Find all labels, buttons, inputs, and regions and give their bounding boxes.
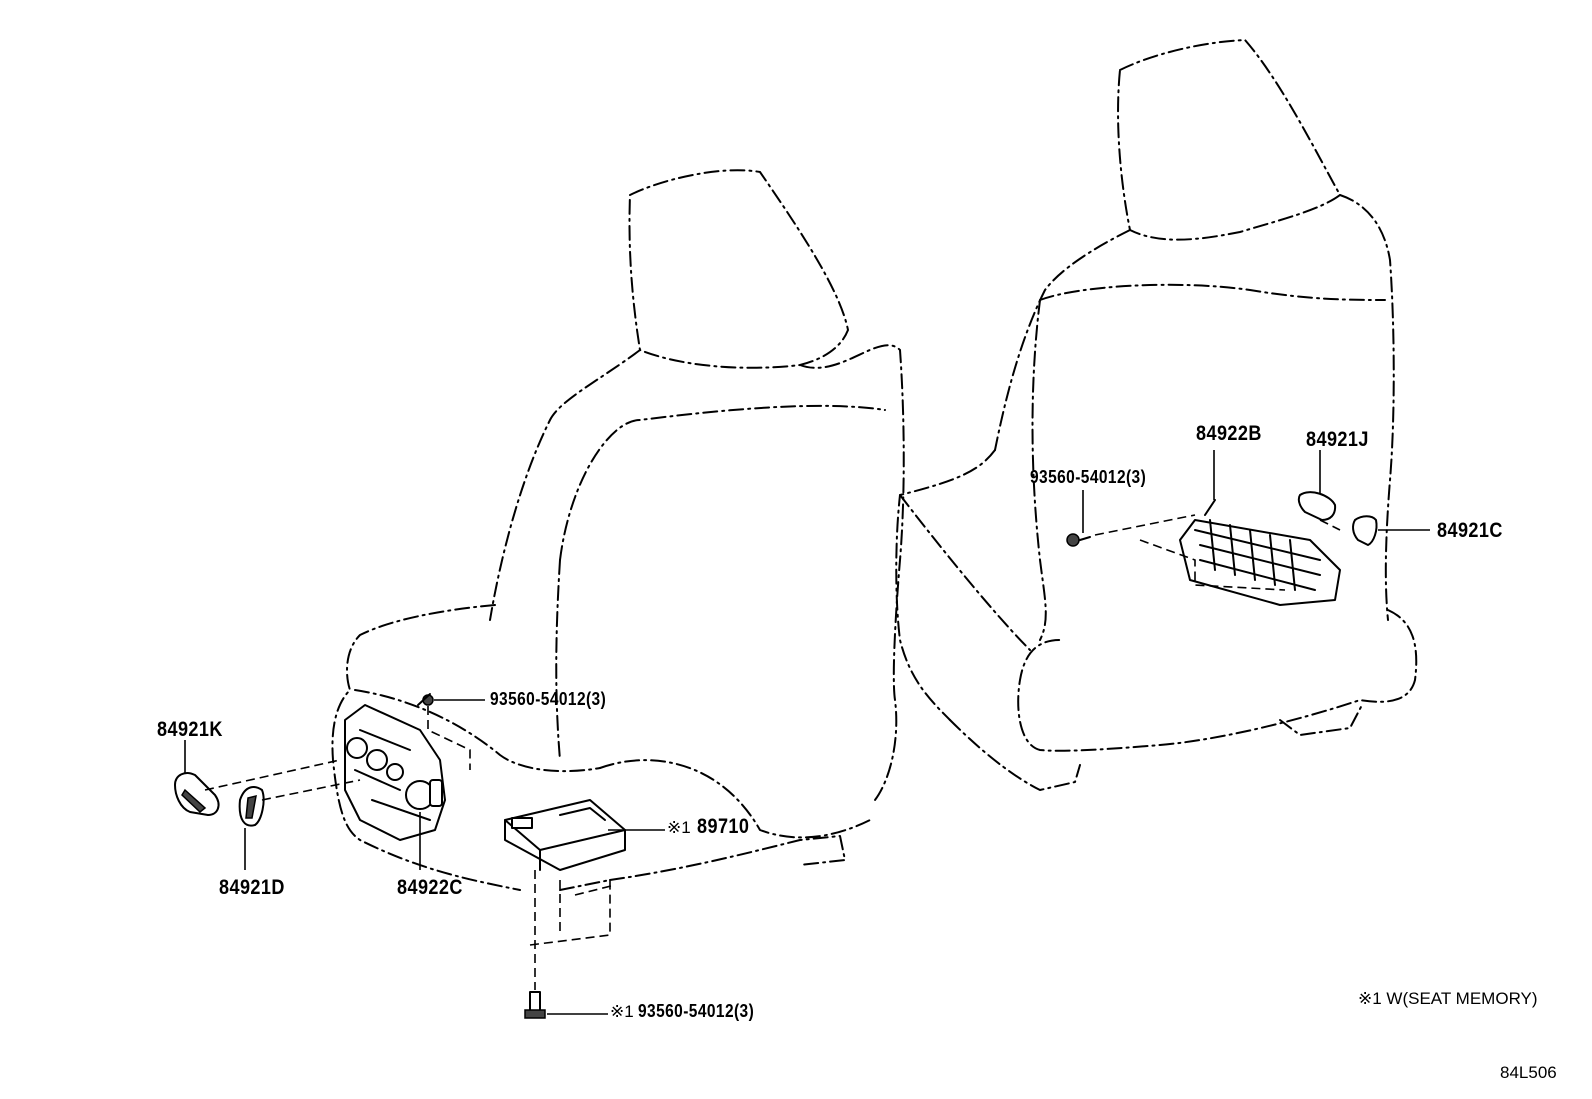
label-ecu-mark: ※1 (667, 818, 691, 837)
label-84921C: 84921C (1437, 519, 1503, 542)
front-seat (331, 169, 905, 891)
switch-84922B (1179, 499, 1341, 606)
label-84921J: 84921J (1306, 428, 1369, 451)
front-seatback (489, 344, 905, 801)
label-84921K: 84921K (157, 718, 223, 741)
front-seatback-panel (559, 404, 886, 561)
front-headrest (628, 169, 849, 369)
ecu-89710 (504, 799, 626, 871)
knob-84921J (1297, 491, 1337, 521)
label-bottom-bolt-mark: ※1 (610, 1002, 634, 1021)
bottom-bolt-icon (524, 991, 546, 1019)
knob-84921C (1352, 515, 1378, 546)
figure-code: 84L506 (1500, 1063, 1557, 1082)
label-bottom-bolt: 93560-54012(3) (638, 1001, 755, 1021)
label-front-bolt: 93560-54012(3) (490, 689, 607, 709)
label-rear-bolt: 93560-54012(3) (1030, 467, 1147, 487)
label-89710: 89710 (697, 815, 750, 838)
rear-headrest (1117, 39, 1341, 241)
front-cushion (331, 604, 521, 891)
label-84922C: 84922C (397, 876, 463, 899)
label-84921D: 84921D (219, 876, 285, 899)
rear-seat (895, 39, 1418, 791)
knob-84921D (238, 786, 265, 827)
label-84922B: 84922B (1196, 422, 1262, 445)
front-bolt-icon (417, 693, 434, 706)
rear-bolt-icon (1066, 533, 1091, 547)
footnote: ※1 W(SEAT MEMORY) (1358, 989, 1538, 1008)
front-switch-assembly (344, 693, 485, 841)
rear-seatback (994, 194, 1395, 621)
rear-seat-lower (1017, 609, 1418, 752)
knob-84921K (174, 772, 220, 816)
